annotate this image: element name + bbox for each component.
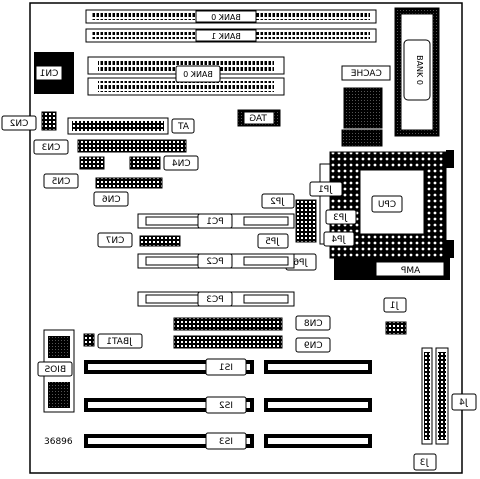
simm-bank0-top: BANK 0 (85, 9, 377, 24)
figure-number: 36896 (44, 437, 73, 447)
cn9-label: CN9 (304, 341, 323, 351)
cn2-label: CN2 (10, 119, 29, 129)
isa-slot-is1: IS1 (84, 358, 372, 376)
jp6-label: JP6 (293, 258, 308, 268)
tag-chip: TAG (237, 109, 281, 127)
cache-chip-2 (341, 129, 383, 147)
cn7-connector: CN7 (97, 232, 181, 248)
amp-label: AMP (400, 266, 420, 276)
cn8-connector: CN8 (173, 315, 331, 331)
cn2-connector: CN2 (1, 111, 57, 131)
isa-slot-is2: IS2 (84, 396, 372, 414)
cn6-label: CN6 (102, 195, 121, 205)
at-power-connector: AT (67, 117, 195, 135)
j4-header: J4 (435, 347, 477, 445)
is3-label: IS3 (219, 437, 233, 447)
bank0-mid-label: BANK 0 (183, 70, 213, 79)
j1-connector: J1 (383, 297, 407, 335)
jbat1-jumper: JBAT1 (83, 333, 143, 349)
pci-slot-pc3: PC3 (137, 291, 295, 307)
bank1-top-label: BANK 1 (211, 32, 241, 41)
simm-bank0-mid: BANK 0 (87, 56, 285, 96)
pci-slot-pc1: PC1 (137, 213, 295, 229)
cn3-connector: CN3 (33, 139, 187, 155)
cache-bank0-label: BANK 0 (415, 55, 424, 85)
bios-label: BIOS (44, 365, 66, 375)
tag-label: TAG (249, 114, 268, 124)
j3-label: J3 (420, 458, 429, 468)
jp4-label: JP4 (331, 235, 346, 245)
bios-chip: BIOS (37, 329, 75, 413)
cn6-connector: CN6 (93, 177, 163, 207)
cache-bank0: BANK 0 (394, 7, 440, 137)
jp3-label: JP3 (333, 213, 348, 223)
jbat1-label: JBAT1 (106, 337, 133, 347)
amp-bar: AMP (334, 258, 450, 280)
j4-label: J4 (459, 398, 469, 408)
pc1-label: PC1 (206, 217, 223, 227)
isa-slot-is3: IS3 (84, 432, 372, 450)
pc3-label: PC3 (206, 295, 223, 305)
cn4-label: CN4 (172, 159, 191, 169)
cpu-label: CPU (378, 200, 396, 210)
pci-slot-pc2: PC2 (137, 253, 295, 269)
cn3-label: CN3 (42, 143, 61, 153)
is1-label: IS1 (219, 363, 233, 373)
cn8-label: CN8 (304, 319, 323, 329)
cn9-connector: CN9 (173, 335, 331, 353)
cache-label: CACHE (350, 69, 381, 79)
is2-label: IS2 (219, 401, 233, 411)
jp5-label: JP5 (265, 237, 280, 247)
j3-header: J3 (413, 347, 437, 471)
pc2-label: PC2 (206, 257, 223, 267)
j1-label: J1 (390, 301, 399, 311)
cn5-connector: CN5 (43, 156, 105, 189)
jp1-label: JP1 (318, 185, 333, 195)
cpu-socket: CPU (319, 150, 454, 259)
cn4-connector: CN4 (129, 155, 199, 171)
jumper-block (295, 199, 317, 243)
cache-chip-1 (343, 87, 383, 129)
cn5-label: CN5 (52, 177, 71, 187)
at-label: AT (178, 122, 189, 132)
simm-bank1-top: BANK 1 (85, 28, 377, 43)
cn1-connector: CN1 (34, 52, 74, 94)
bank0-top-label: BANK 0 (211, 13, 241, 22)
cn7-label: CN7 (106, 236, 125, 246)
cn1-label: CN1 (40, 69, 59, 79)
jp2-label: JP2 (270, 197, 285, 207)
